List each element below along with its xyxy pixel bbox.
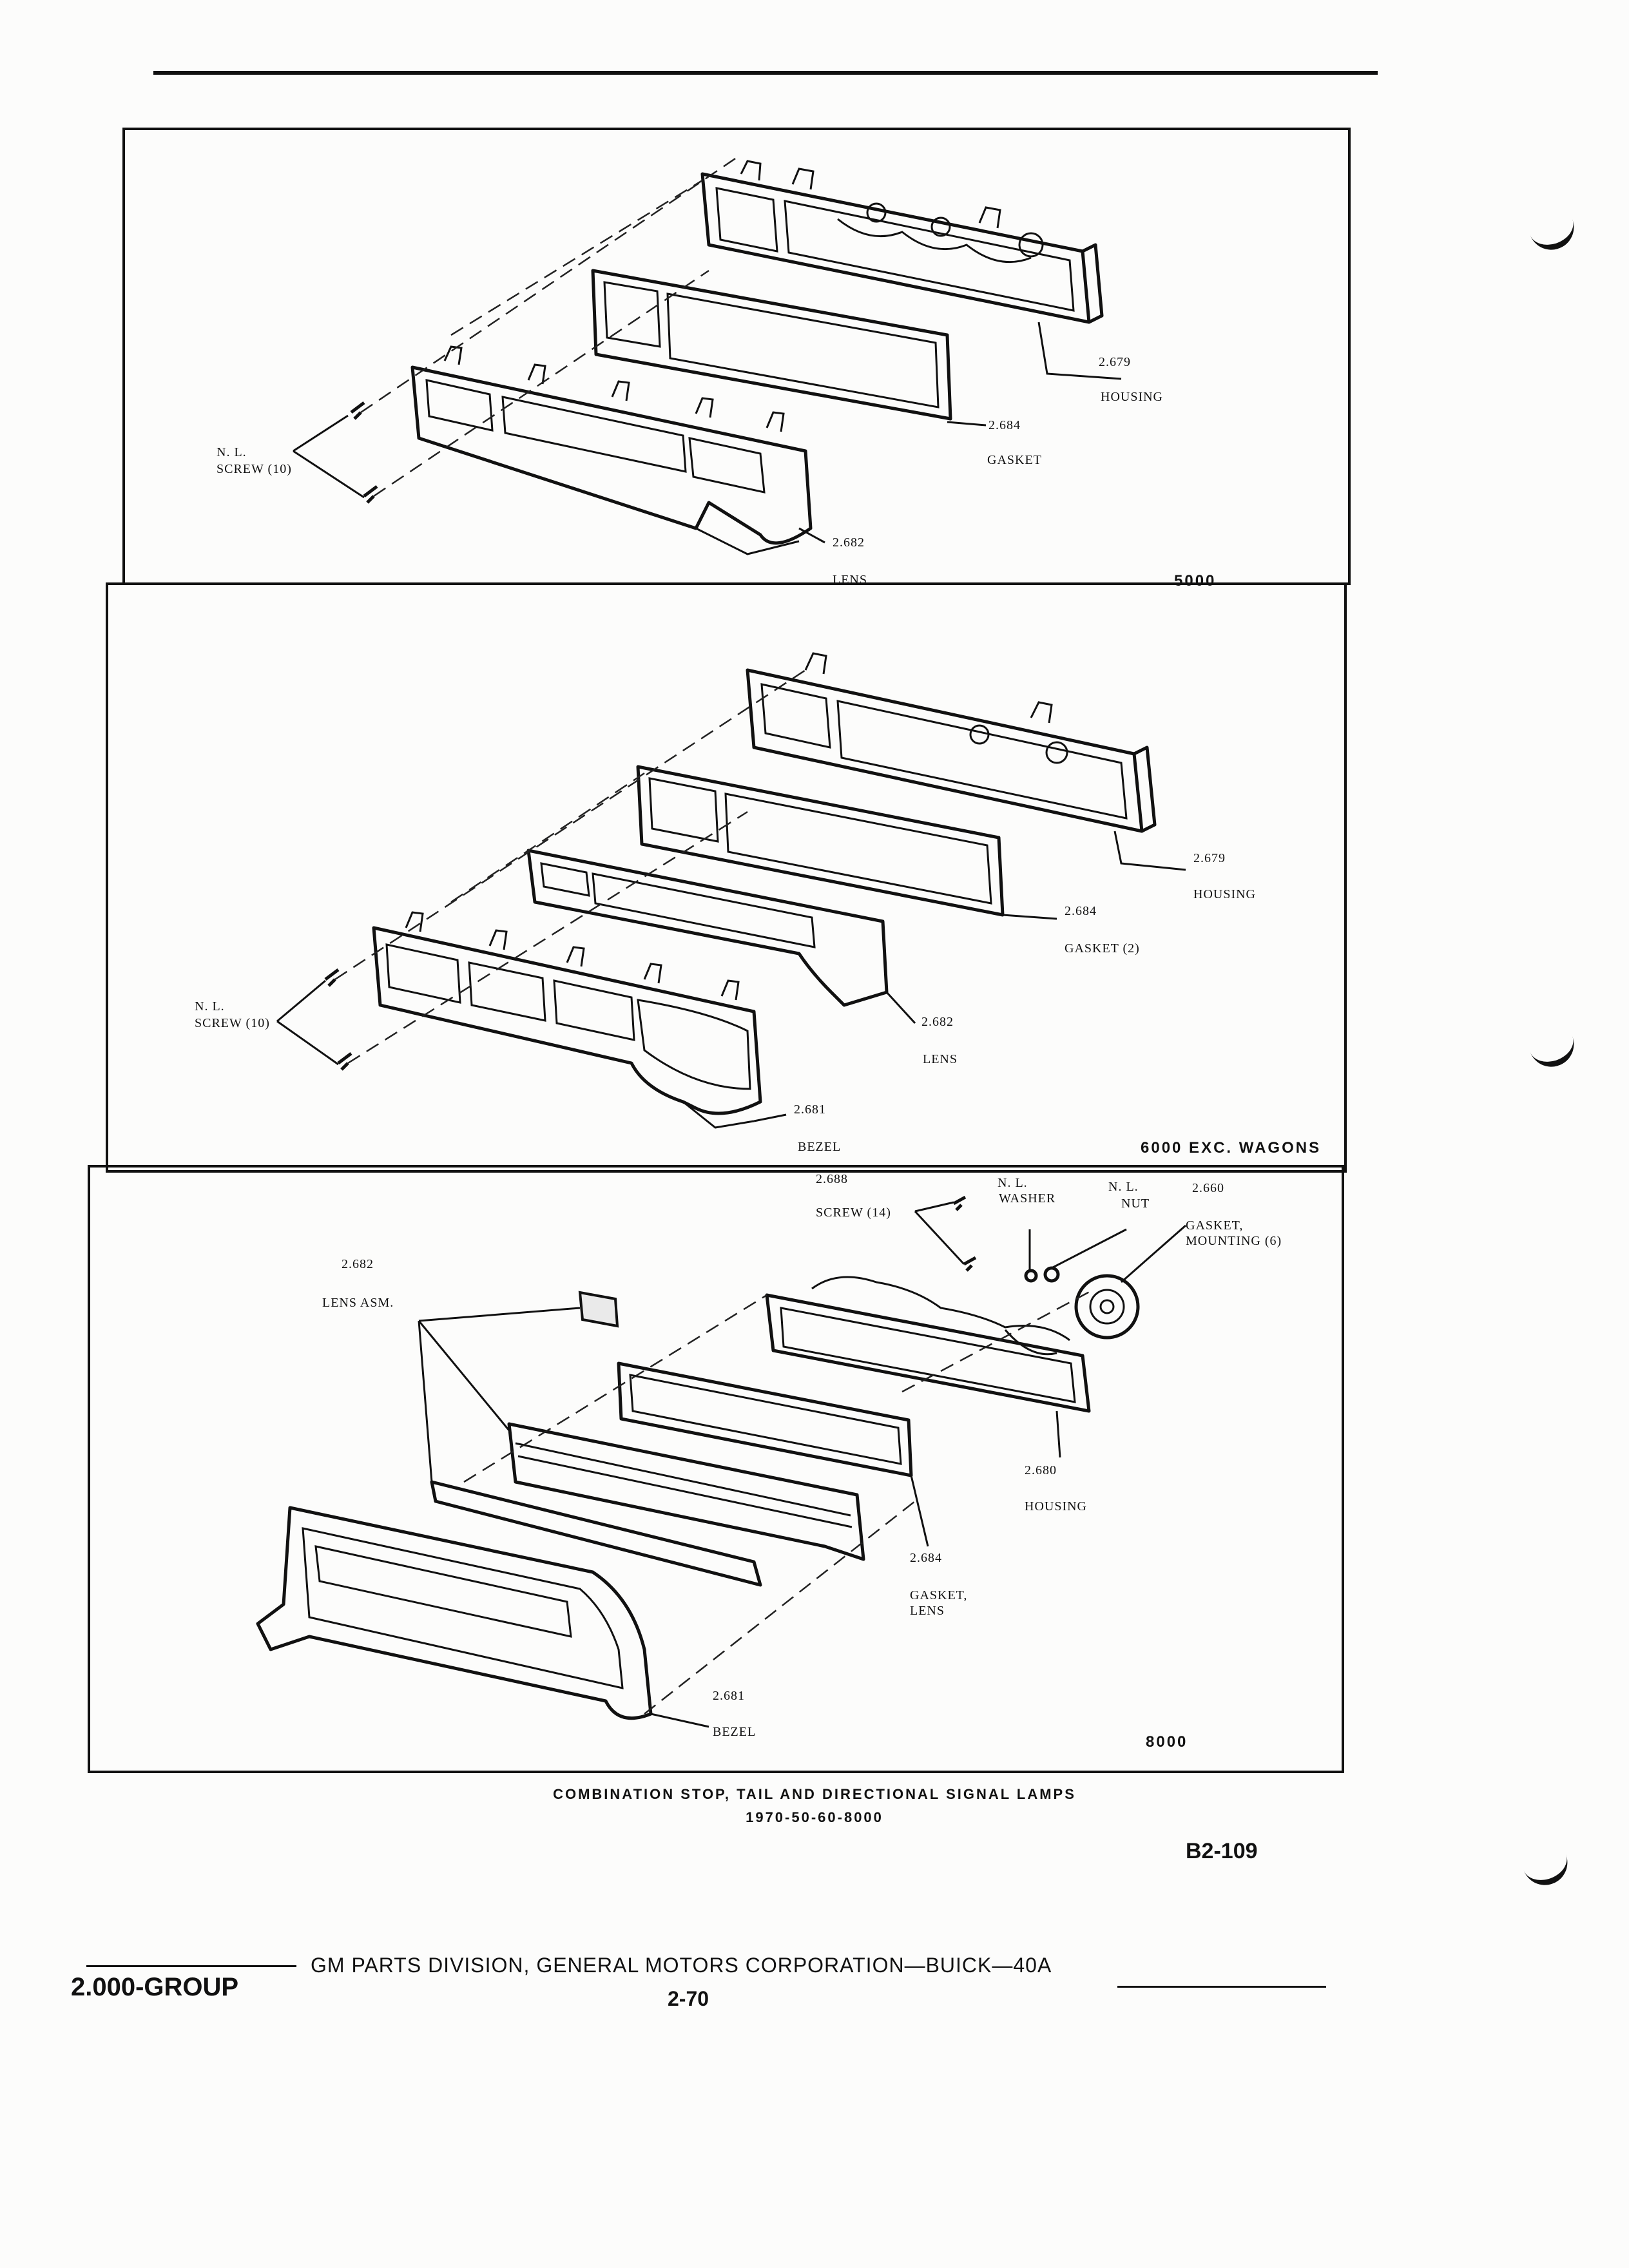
callout-name: HOUSING	[1025, 1499, 1087, 1514]
gasket-2684-illustration	[591, 269, 952, 421]
callout-number: 2.660	[1192, 1181, 1224, 1195]
callout-name: SCREW (14)	[816, 1206, 891, 1220]
lens-2682-illustration-2	[526, 849, 889, 1007]
callout-name: NUT	[1121, 1196, 1150, 1211]
callout-name: LENS	[923, 1052, 958, 1066]
callout-name: HOUSING	[1101, 390, 1163, 404]
callout-number: 2.682	[921, 1015, 954, 1029]
callout-number: 2.682	[833, 535, 865, 550]
callout-number: 2.684	[988, 418, 1021, 432]
callout-name: HOUSING	[1193, 887, 1256, 901]
lens-asm-2682-illustration	[430, 1291, 865, 1587]
model-label: 5000	[1174, 572, 1217, 590]
footer-corporation: GM PARTS DIVISION, GENERAL MOTORS CORPOR…	[311, 1954, 1052, 1977]
callout-number: 2.680	[1025, 1463, 1057, 1477]
callout-number: N. L.	[217, 445, 247, 459]
callout-number: 2.688	[816, 1172, 848, 1186]
callout-name: LENS	[833, 573, 867, 587]
callout-name: LENS ASM.	[322, 1296, 394, 1310]
callout-name: BEZEL	[798, 1140, 842, 1154]
panel-6000-frame	[106, 582, 1347, 1173]
mounting-gasket-2660-illustration	[1074, 1274, 1140, 1340]
callout-number: 2.684	[1065, 904, 1097, 918]
callout-number: N. L.	[1108, 1180, 1139, 1194]
housing-2679-illustration-2	[746, 652, 1157, 833]
footer-rule-right	[1117, 1986, 1326, 1988]
callout-number: N. L.	[195, 999, 225, 1014]
housing-2679-illustration	[700, 160, 1104, 324]
footer-rule-left	[86, 1965, 296, 1967]
callout-number: 2.679	[1099, 355, 1131, 369]
model-label: 6000 EXC. WAGONS	[1141, 1139, 1322, 1157]
callout-number: 2.682	[342, 1257, 374, 1271]
bezel-2681-illustration-2	[256, 1506, 653, 1720]
callout-name: WASHER	[999, 1191, 1056, 1206]
callout-name: SCREW (10)	[217, 462, 292, 476]
callout-number: N. L.	[998, 1176, 1028, 1190]
callout-name: BEZEL	[713, 1725, 757, 1739]
callout-number: 2.681	[713, 1689, 745, 1703]
panel-5000-drawing	[293, 153, 1122, 555]
callout-name: GASKET (2)	[1065, 941, 1140, 956]
figure-years: 1970-50-60-8000	[746, 1809, 883, 1825]
lens-2682-illustration	[410, 345, 813, 555]
callout-name: SCREW (10)	[195, 1016, 270, 1030]
footer-page-number: 2-70	[668, 1987, 709, 2010]
page-code: B2-109	[1186, 1839, 1258, 1863]
footer-group: 2.000-GROUP	[71, 1973, 239, 2001]
housing-2680-illustration	[765, 1276, 1091, 1413]
callout-name: GASKET	[987, 453, 1042, 467]
callout-number: 2.684	[910, 1551, 942, 1565]
header-rule	[153, 71, 1378, 75]
lens-gasket-2684-illustration	[617, 1361, 913, 1477]
callout-name: GASKET, LENS	[910, 1588, 968, 1618]
panel-8000-drawing	[256, 1195, 1186, 1728]
panel-6000-drawing	[276, 652, 1186, 1129]
panel-8000-frame	[88, 1165, 1344, 1773]
callout-name: GASKET, MOUNTING (6)	[1186, 1218, 1282, 1248]
bezel-2681-illustration	[372, 911, 762, 1129]
callout-number: 2.681	[794, 1102, 826, 1117]
callout-number: 2.679	[1193, 851, 1226, 865]
model-label: 8000	[1146, 1733, 1188, 1751]
figure-caption: COMBINATION STOP, TAIL AND DIRECTIONAL S…	[553, 1786, 1076, 1802]
